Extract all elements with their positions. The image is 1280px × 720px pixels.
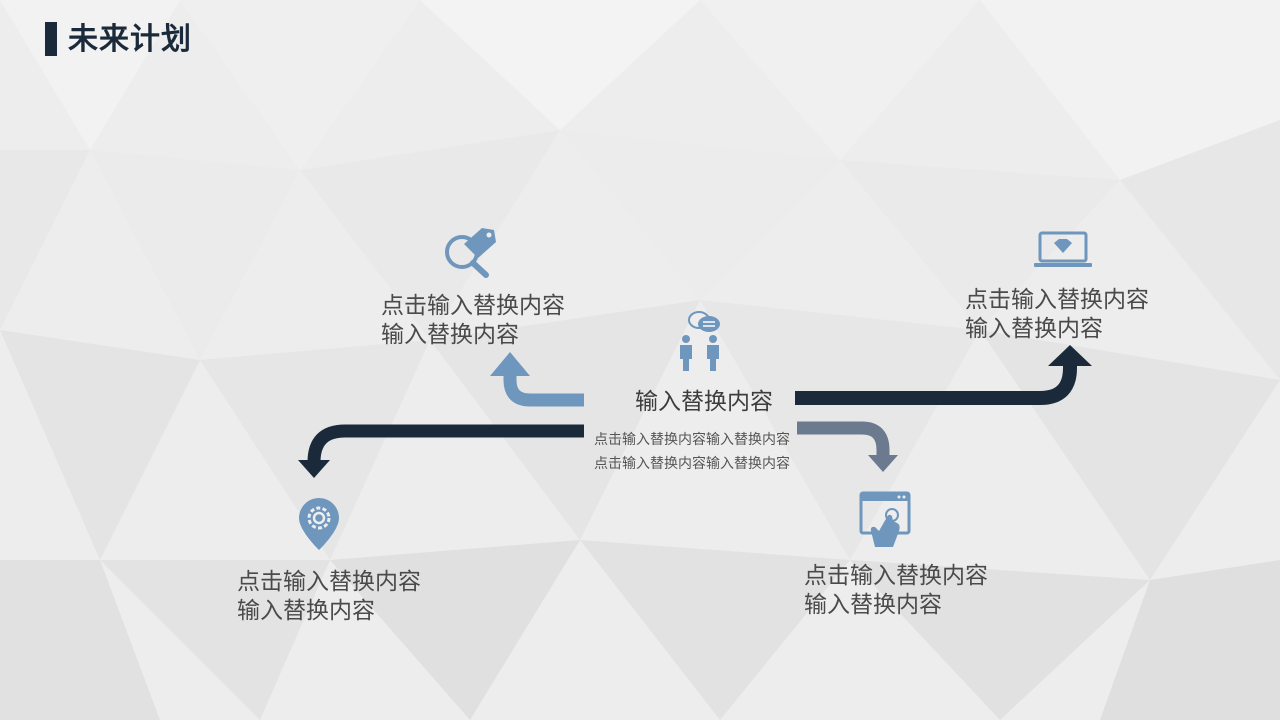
node-top-right-line2: 输入替换内容: [965, 316, 1103, 342]
node-bottom-right-line2: 输入替换内容: [804, 592, 942, 618]
node-bottom-left-line1: 点击输入替换内容: [237, 569, 421, 595]
node-top-left-line2: 输入替换内容: [381, 322, 519, 348]
node-top-left-line1: 点击输入替换内容: [381, 293, 565, 319]
laptop-diamond-icon: [1034, 231, 1092, 267]
arrow-top-right: [795, 360, 1077, 405]
node-top-right: 点击输入替换内容 输入替换内容: [965, 286, 1149, 344]
people-conversation-icon: [680, 311, 720, 371]
arrow-top-left: [503, 375, 584, 407]
arrow-bottom-right: [797, 421, 890, 455]
arrow-bottom-left: [307, 424, 584, 463]
page-title: 未来计划: [68, 22, 192, 57]
node-top-right-line1: 点击输入替换内容: [965, 287, 1149, 313]
arrow-bottom-right-head: [868, 455, 898, 472]
node-bottom-right-line1: 点击输入替换内容: [804, 563, 988, 589]
magnifier-tag-icon: [445, 228, 496, 278]
arrow-top-left-head: [490, 352, 530, 376]
node-top-left: 点击输入替换内容 输入替换内容: [381, 292, 565, 350]
node-bottom-right: 点击输入替换内容 输入替换内容: [804, 562, 988, 620]
arrow-top-right-head: [1048, 345, 1092, 366]
node-bottom-left: 点击输入替换内容 输入替换内容: [237, 568, 421, 626]
location-gear-icon: [299, 498, 339, 550]
center-heading: 输入替换内容: [635, 389, 773, 415]
center-description: 点击输入替换内容输入替换内容点击输入替换内容输入替换内容: [594, 432, 790, 472]
node-bottom-left-line2: 输入替换内容: [237, 598, 375, 624]
title-accent-bar: [45, 22, 57, 56]
arrow-bottom-left-head: [298, 460, 330, 478]
browser-click-icon: [859, 491, 911, 547]
